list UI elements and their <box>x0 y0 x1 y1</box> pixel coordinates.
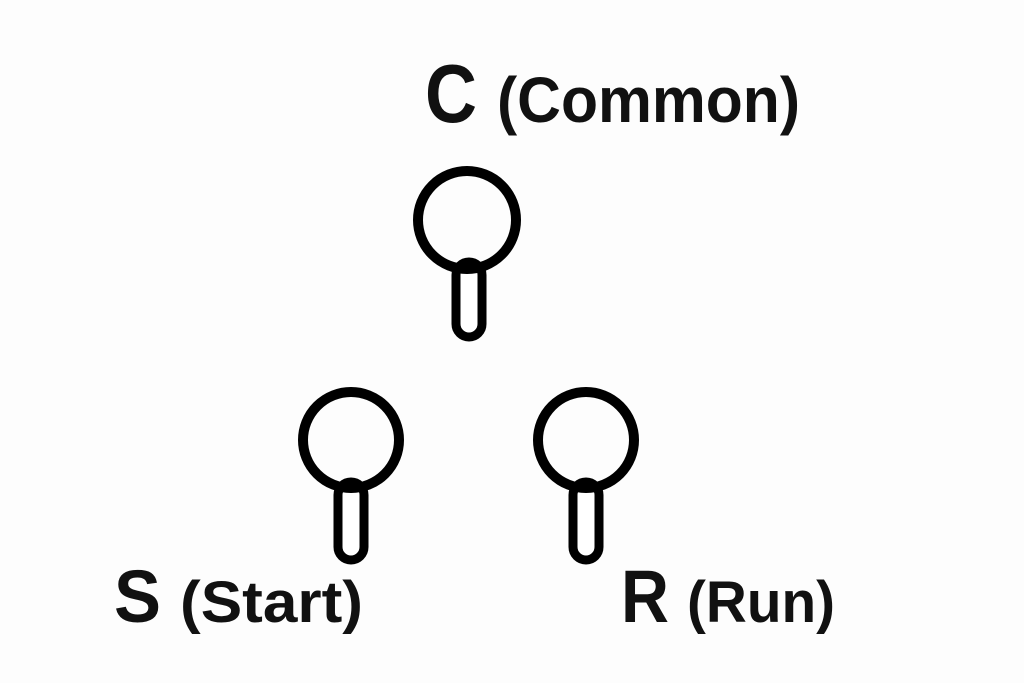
terminal-common: C (Common) <box>413 47 800 342</box>
run-letter: R <box>621 555 669 638</box>
run-pin-circle <box>533 387 639 493</box>
common-letter: C <box>425 47 477 140</box>
common-pin-stem <box>451 257 487 342</box>
run-label: (Run) <box>687 570 835 635</box>
common-label: (Common) <box>497 64 800 136</box>
start-letter: S <box>114 555 161 638</box>
start-pin-circle <box>298 387 404 493</box>
terminal-run: R (Run) <box>533 387 835 638</box>
start-pin-stem <box>333 477 369 565</box>
run-pin-stem <box>568 477 604 565</box>
common-pin-circle <box>413 166 521 274</box>
terminal-start: S (Start) <box>114 387 404 638</box>
start-label: (Start) <box>180 570 363 635</box>
